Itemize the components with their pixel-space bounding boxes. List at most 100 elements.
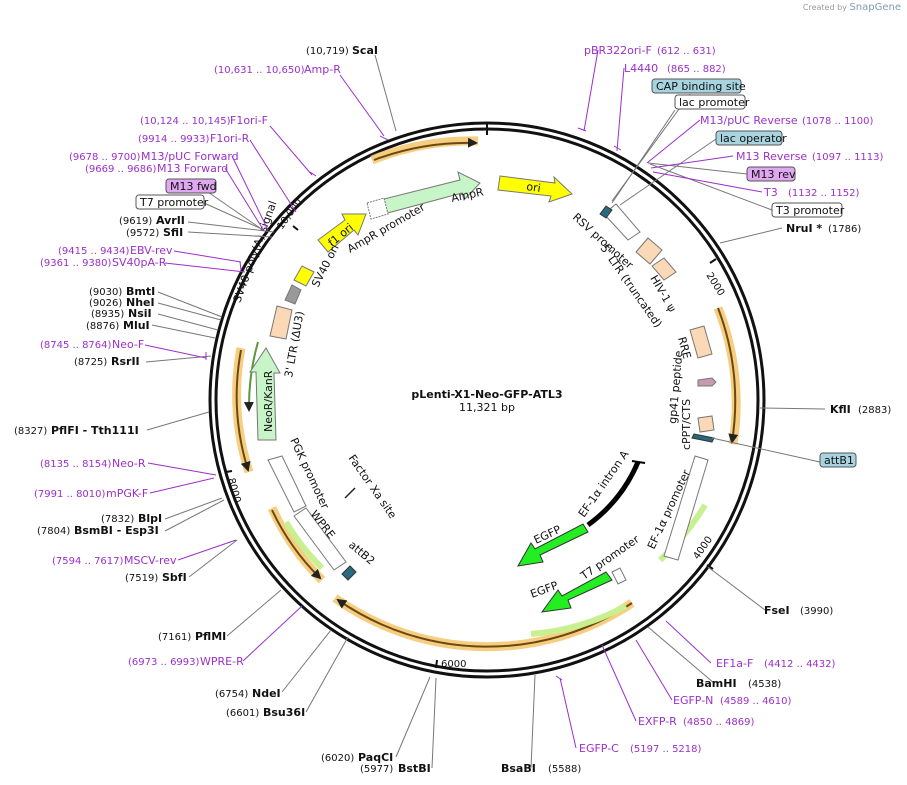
primer-egfp-n[interactable]: EGFP-N (4589 .. 4610): [673, 694, 792, 707]
enzyme-bsabi[interactable]: BsaBI (5588): [501, 762, 581, 775]
enzyme-nrui[interactable]: NruI * (1786): [786, 222, 861, 235]
primer-m13-puc-reverse[interactable]: M13/pUC Reverse (1078 .. 1100): [700, 114, 874, 127]
box-attb1[interactable]: attB1: [819, 452, 857, 468]
enzyme-mlui[interactable]: (8876) MluI: [86, 319, 150, 332]
enzyme-bsu36i[interactable]: (6601) Bsu36I: [226, 706, 305, 719]
primer-mpgk-f[interactable]: (7991 .. 8010) mPGK-F: [34, 487, 148, 500]
enzyme-rsrii[interactable]: (8725) RsrII: [74, 355, 140, 368]
feature-sv40-polya-label: SV40 poly(A) signal: [231, 199, 280, 304]
primer-pbr322ori-f[interactable]: pBR322ori-F (612 .. 631): [584, 44, 716, 57]
enzyme-scai[interactable]: (10,719) ScaI: [306, 44, 378, 57]
feature-gp41: [697, 377, 717, 387]
primer-t3[interactable]: T3 (1132 .. 1152): [763, 186, 860, 199]
primer-ef1a-f[interactable]: EF1a-F (4412 .. 4432): [716, 657, 836, 670]
enzyme-avrii[interactable]: (9619) AvrII: [119, 214, 185, 227]
svg-text:(9572): (9572): [126, 228, 159, 239]
primer-l4440[interactable]: L4440 (865 .. 882): [624, 62, 726, 75]
box-cap-binding-site[interactable]: CAP binding site: [651, 78, 746, 94]
svg-text:NdeI: NdeI: [252, 687, 281, 700]
svg-text:(7832): (7832): [101, 514, 134, 525]
feature-ampr-promoter: [366, 197, 389, 220]
enzyme-bsmbi[interactable]: (7804) BsmBI - Esp3I: [37, 524, 159, 537]
svg-text:M13 Reverse: M13 Reverse: [736, 150, 807, 163]
svg-text:(4850 .. 4869): (4850 .. 4869): [683, 717, 755, 728]
svg-text:BsmBI - Esp3I: BsmBI - Esp3I: [74, 524, 159, 537]
enzyme-pflfi[interactable]: (8327) PflFI - Tth111I: [14, 424, 139, 437]
feature-pgk-promoter: [267, 455, 307, 513]
svg-text:NsiI: NsiI: [128, 307, 152, 320]
feature-rsv-promoter: [603, 203, 641, 241]
feature-ampr: [379, 171, 481, 215]
svg-text:(5197 .. 5218): (5197 .. 5218): [630, 744, 702, 755]
enzyme-bamhi[interactable]: BamHI (4538): [696, 677, 781, 690]
enzyme-bstbi[interactable]: (5977) BstBI: [360, 762, 431, 775]
svg-text:BstBI: BstBI: [398, 762, 431, 775]
enzyme-nsii[interactable]: (8935) NsiI: [91, 307, 152, 320]
feature-ef1a-promoter: [663, 455, 709, 561]
svg-text:Neo-F: Neo-F: [112, 338, 144, 351]
svg-text:M13/pUC Reverse: M13/pUC Reverse: [700, 114, 798, 127]
feature-wpre: [293, 507, 347, 571]
svg-text:M13 rev: M13 rev: [751, 168, 796, 181]
primer-m13-reverse[interactable]: M13 Reverse (1097 .. 1113): [736, 150, 884, 163]
primer-exfp-r[interactable]: EXFP-R (4850 .. 4869): [638, 715, 755, 728]
svg-text:(9669 .. 9686): (9669 .. 9686): [85, 164, 157, 175]
orf-band-green-neo: [243, 341, 259, 412]
primer-sv40pa-r[interactable]: (9361 .. 9380) SV40pA-R: [40, 256, 167, 269]
primer-neo-f[interactable]: (8745 .. 8764) Neo-F: [40, 338, 144, 351]
feature-cppt-label: cPPT/CTS: [680, 399, 693, 450]
svg-text:SfiI: SfiI: [163, 226, 183, 239]
box-t7-promoter-left[interactable]: T7 promoter: [135, 194, 209, 210]
svg-text:(9026): (9026): [89, 298, 122, 309]
svg-text:(9361 .. 9380): (9361 .. 9380): [40, 258, 112, 269]
svg-text:WPRE-R: WPRE-R: [200, 655, 244, 668]
svg-text:(8876): (8876): [86, 321, 119, 332]
primer-wpre-r[interactable]: (6973 .. 6993) WPRE-R: [128, 655, 244, 668]
primer-amp-r[interactable]: (10,631 .. 10,650) Amp-R: [214, 63, 341, 76]
box-lac-operator[interactable]: lac operator: [715, 130, 787, 146]
box-m13-rev[interactable]: M13 rev: [746, 166, 796, 182]
enzyme-fsei[interactable]: FseI (3990): [764, 604, 833, 617]
svg-text:(8725): (8725): [74, 357, 107, 368]
feature-rre: [689, 325, 713, 359]
orf-band-right: [713, 306, 741, 445]
snapgene-credit: Created by SnapGene: [802, 2, 901, 13]
primer-m13-puc-forward[interactable]: (9678 .. 9700) M13/pUC Forward: [69, 150, 239, 163]
svg-text:MluI: MluI: [123, 319, 150, 332]
svg-text:(9678 .. 9700): (9678 .. 9700): [69, 152, 141, 163]
primer-f1ori-f[interactable]: (10,124 .. 10,145) F1ori-F: [140, 114, 268, 127]
box-lac-promoter[interactable]: lac promoter: [674, 94, 750, 110]
svg-text:(612 .. 631): (612 .. 631): [657, 46, 716, 57]
primer-ebv-rev[interactable]: (9415 .. 9434) EBV-rev: [58, 244, 173, 257]
svg-text:AvrII: AvrII: [156, 214, 185, 227]
svg-text:F1ori-R: F1ori-R: [210, 132, 250, 145]
primer-neo-r[interactable]: (8135 .. 8154) Neo-R: [40, 457, 146, 470]
enzyme-nhei[interactable]: (9026) NheI: [89, 296, 155, 309]
svg-text:PflMI: PflMI: [195, 630, 226, 643]
primer-mscv-rev[interactable]: (7594 .. 7617) MSCV-rev: [52, 554, 177, 567]
svg-text:ScaI: ScaI: [352, 44, 378, 57]
svg-text:(5588): (5588): [548, 764, 581, 775]
primer-egfp-c[interactable]: EGFP-C (5197 .. 5218): [579, 742, 702, 755]
box-m13-fwd[interactable]: M13 fwd: [165, 178, 217, 194]
enzyme-sbfi[interactable]: (7519) SbfI: [125, 571, 187, 584]
svg-text:(6601): (6601): [226, 708, 259, 719]
backbone-outer: [208, 121, 766, 679]
enzyme-bmti[interactable]: (9030) BmtI: [89, 285, 155, 298]
feature-5ltr: [635, 237, 663, 265]
svg-text:L4440: L4440: [624, 62, 658, 75]
enzyme-sfii[interactable]: (9572) SfiI: [126, 226, 183, 239]
tick-6000: 6000: [435, 659, 466, 670]
primer-m13-forward[interactable]: (9669 .. 9686) M13 Forward: [85, 162, 228, 175]
enzyme-blpi[interactable]: (7832) BlpI: [101, 512, 162, 525]
enzyme-pflmi[interactable]: (7161) PflMI: [158, 630, 226, 643]
enzyme-kfli[interactable]: KflI (2883): [830, 403, 891, 416]
box-t3-promoter[interactable]: T3 promoter: [771, 202, 845, 218]
orf-band-ampr: [370, 136, 479, 165]
primer-f1ori-r[interactable]: (9914 .. 9933) F1ori-R: [138, 132, 250, 145]
enzyme-paqci[interactable]: (6020) PaqCI: [321, 751, 393, 764]
orf-band-wpre: [267, 506, 326, 584]
svg-text:EGFP-C: EGFP-C: [579, 742, 619, 755]
enzyme-ndei[interactable]: (6754) NdeI: [215, 687, 281, 700]
